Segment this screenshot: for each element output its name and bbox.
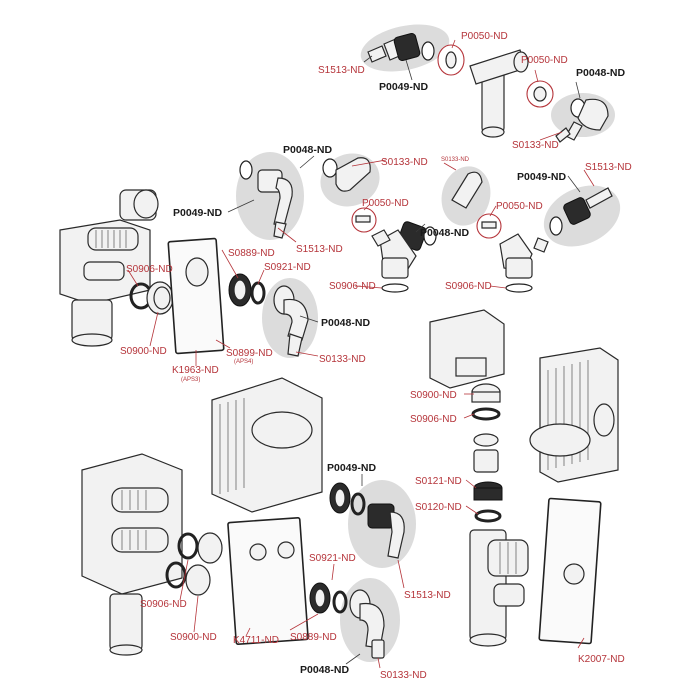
label-aps4: (APS4) <box>234 359 253 365</box>
hose-nut-top <box>367 32 465 76</box>
right-stack-parts <box>471 383 503 523</box>
label-p0049-mid-left: P0049-ND <box>173 207 222 219</box>
label-s0906-bottom-left: S0906-ND <box>140 599 187 610</box>
label-s0133-top: S0133-ND <box>512 140 559 151</box>
label-s0906-right: S0906-ND <box>410 414 457 425</box>
k4711-hole-1 <box>249 543 267 561</box>
label-s0121: S0121-ND <box>415 476 462 487</box>
label-s0133-mid2: S0133-ND <box>441 157 470 163</box>
label-s0133-mid: S0133-ND <box>381 157 428 168</box>
label-p0048-mid-left: P0048-ND <box>321 317 370 329</box>
label-s0921-bottom: S0921-ND <box>309 553 356 564</box>
label-p0050-top2: P0050-ND <box>521 55 568 66</box>
upper-left-box <box>59 189 159 347</box>
labels: S1513-ND P0049-ND P0050-ND P0050-ND P004… <box>120 31 632 681</box>
k2007-hole <box>563 563 585 585</box>
label-s0900-mid-left: S0900-ND <box>120 346 167 357</box>
y-siphon-center <box>371 229 417 293</box>
s0921-ring-mid <box>250 281 266 305</box>
label-p0048-bottom: P0048-ND <box>300 664 349 676</box>
label-p0050-mid2: P0050-ND <box>496 201 543 212</box>
label-s0906-mid-right: S0906-ND <box>445 281 492 292</box>
label-p0050-top1: P0050-ND <box>461 31 508 42</box>
label-p0049-bottom: P0049-ND <box>327 462 376 474</box>
label-p0050-mid1: P0050-ND <box>362 198 409 209</box>
label-p0048-mid: P0048-ND <box>283 144 332 156</box>
group-p0049-bottom <box>329 480 416 568</box>
s0900-nut-left <box>146 281 174 315</box>
label-s1513-mid-right: S1513-ND <box>585 162 632 173</box>
label-s0889-mid: S0889-ND <box>228 248 275 259</box>
right-box-top <box>429 309 505 389</box>
right-box-side <box>529 347 619 483</box>
group-p0048-bottom <box>309 578 400 662</box>
label-p0049-top: P0049-ND <box>379 81 428 93</box>
k4711-plate <box>227 516 309 646</box>
label-s0889-bottom: S0889-ND <box>290 632 337 643</box>
label-k1963: K1963-ND <box>172 365 219 376</box>
label-s1513-top: S1513-ND <box>318 65 365 76</box>
leader-lines <box>127 39 595 669</box>
label-p0049-mid-right: P0049-ND <box>517 171 566 183</box>
k4711-hole-2 <box>277 541 295 559</box>
elbow-top-right <box>555 98 609 143</box>
label-aps3: (APS3) <box>181 377 200 383</box>
group-top-connector <box>360 24 615 143</box>
y-siphon-right <box>499 233 549 293</box>
label-p0048-mid-center: P0048-ND <box>420 227 469 239</box>
label-s1513-bottom: S1513-ND <box>404 590 451 601</box>
lower-left-box <box>81 453 183 656</box>
right-lower-siphon <box>469 529 529 647</box>
group-elbow-center <box>320 153 380 207</box>
label-s0906-mid-left: S0906-ND <box>126 264 173 275</box>
lower-center-box <box>211 377 323 513</box>
label-k2007: K2007-ND <box>578 654 625 665</box>
label-s0900-bottom-left: S0900-ND <box>170 632 217 643</box>
label-s0120: S0120-ND <box>415 502 462 513</box>
label-s0133-bottom: S0133-ND <box>380 670 427 681</box>
label-s0900-right: S0900-ND <box>410 390 457 401</box>
label-s0899-mid: S0899-ND <box>226 348 273 359</box>
lower-left-nuts <box>165 532 223 596</box>
plate-hole <box>185 257 209 287</box>
label-s0906-mid-center: S0906-ND <box>329 281 376 292</box>
label-s1513-mid-left: S1513-ND <box>296 244 343 255</box>
group-p0048-mid-left <box>262 278 318 358</box>
tee-pipe-top <box>469 49 529 138</box>
label-s0921-mid: S0921-ND <box>264 262 311 273</box>
label-k4711: K4711-ND <box>233 635 279 646</box>
group-elbow-right <box>476 185 621 247</box>
k1963-plate <box>167 237 225 355</box>
label-p0048-top: P0048-ND <box>576 67 625 79</box>
label-s0133-mid3: S0133-ND <box>319 354 366 365</box>
group-elbow-left <box>236 152 304 240</box>
s0889-nut-mid <box>228 273 252 307</box>
